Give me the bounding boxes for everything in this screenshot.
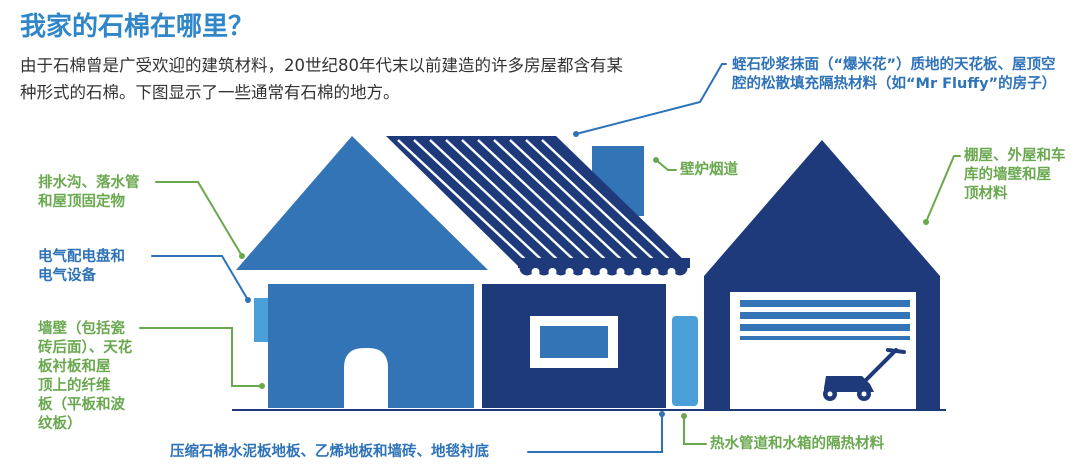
- electrical-leader-line: [151, 255, 249, 301]
- callout-chimney-line-1: 壁炉烟道: [680, 162, 738, 178]
- callout-gutters: 排水沟、落水管 和屋顶固定物: [38, 174, 140, 212]
- intro-line-1: 由于石棉曾是广受欢迎的建筑材料，20世纪80年代末以前建造的许多房屋都含有某: [20, 56, 623, 75]
- callout-electrical-line-2: 电气设备: [38, 268, 96, 284]
- callout-walls-line-3: 板衬板和屋: [38, 359, 111, 375]
- callout-shed-line-3: 顶材料: [964, 186, 1008, 202]
- callout-walls-line-4: 顶上的纤维: [38, 378, 111, 394]
- callout-chimney: 壁炉烟道: [680, 161, 738, 180]
- ceiling-leader-line: [575, 63, 727, 135]
- callout-hotwater: 热水管道和水箱的隔热材料: [710, 435, 884, 454]
- callout-walls-line-2: 砖后面）、天花: [38, 340, 133, 356]
- walls-leader-line: [139, 327, 263, 387]
- garage-door-slat-1: [740, 300, 910, 307]
- roof-corrugation-lines: [397, 139, 673, 263]
- callout-gutters-line-2: 和屋顶固定物: [38, 194, 125, 210]
- callout-walls: 墙壁（包括瓷 砖后面）、天花 板衬板和屋 顶上的纤维 板（平板和波 纹板）: [38, 320, 132, 434]
- callout-shed: 棚屋、外屋和车 库的墙壁和屋 顶材料: [964, 147, 1066, 204]
- electrical-panel: [254, 298, 268, 342]
- callout-ceiling-line-1: 蛭石砂浆抹面（“爆米花”）质地的天花板、屋顶空: [732, 57, 1056, 73]
- intro-paragraph: 由于石棉曾是广受欢迎的建筑材料，20世纪80年代末以前建造的许多房屋都含有某 种…: [20, 52, 720, 106]
- window-pane: [540, 326, 608, 358]
- lawn-mower-icon: [823, 348, 906, 401]
- gutters-leader-line: [155, 181, 243, 257]
- callout-walls-line-1: 墙壁（包括瓷: [38, 321, 125, 337]
- callout-walls-line-5: 板（平板和波: [38, 397, 125, 413]
- chimney-leader-line: [655, 159, 677, 171]
- shed-leader-line: [925, 155, 961, 223]
- callout-shed-line-1: 棚屋、外屋和车: [964, 148, 1066, 164]
- intro-line-2: 种形式的石棉。下图显示了一些通常有石棉的地方。: [20, 83, 400, 102]
- hot-water-tank: [672, 316, 698, 406]
- callout-floors: 压缩石棉水泥板地板、乙烯地板和墙砖、地毯衬底: [170, 443, 489, 462]
- callout-electrical: 电气配电盘和 电气设备: [38, 248, 125, 286]
- callout-electrical-line-1: 电气配电盘和: [38, 249, 125, 265]
- roof-scallop-cutouts: [531, 268, 676, 276]
- callout-ceiling: 蛭石砂浆抹面（“爆米花”）质地的天花板、屋顶空 腔的松散填充隔热材料（如“Mr …: [732, 56, 1056, 94]
- floors-leader-line: [527, 413, 663, 453]
- callout-ceiling-line-2: 腔的松散填充隔热材料（如“Mr Fluffy”的房子）: [732, 76, 1057, 92]
- left-roof-gable: [236, 136, 488, 270]
- callout-gutters-line-1: 排水沟、落水管: [38, 175, 140, 191]
- callout-floors-line-1: 压缩石棉水泥板地板、乙烯地板和墙砖、地毯衬底: [170, 444, 489, 460]
- callout-walls-line-6: 纹板）: [38, 416, 82, 432]
- page-title: 我家的石棉在哪里？: [20, 12, 255, 42]
- door: [344, 348, 388, 408]
- garage-door-slat-3: [740, 324, 910, 331]
- garage-door-slat-4: [740, 336, 910, 340]
- callout-hotwater-line-1: 热水管道和水箱的隔热材料: [710, 436, 884, 452]
- callout-shed-line-2: 库的墙壁和屋: [964, 167, 1051, 183]
- roof-scalloped-edge: [518, 258, 690, 276]
- garage-frame: [704, 140, 940, 410]
- hotwater-leader-line: [683, 415, 707, 445]
- garage-door-slat-2: [740, 312, 910, 319]
